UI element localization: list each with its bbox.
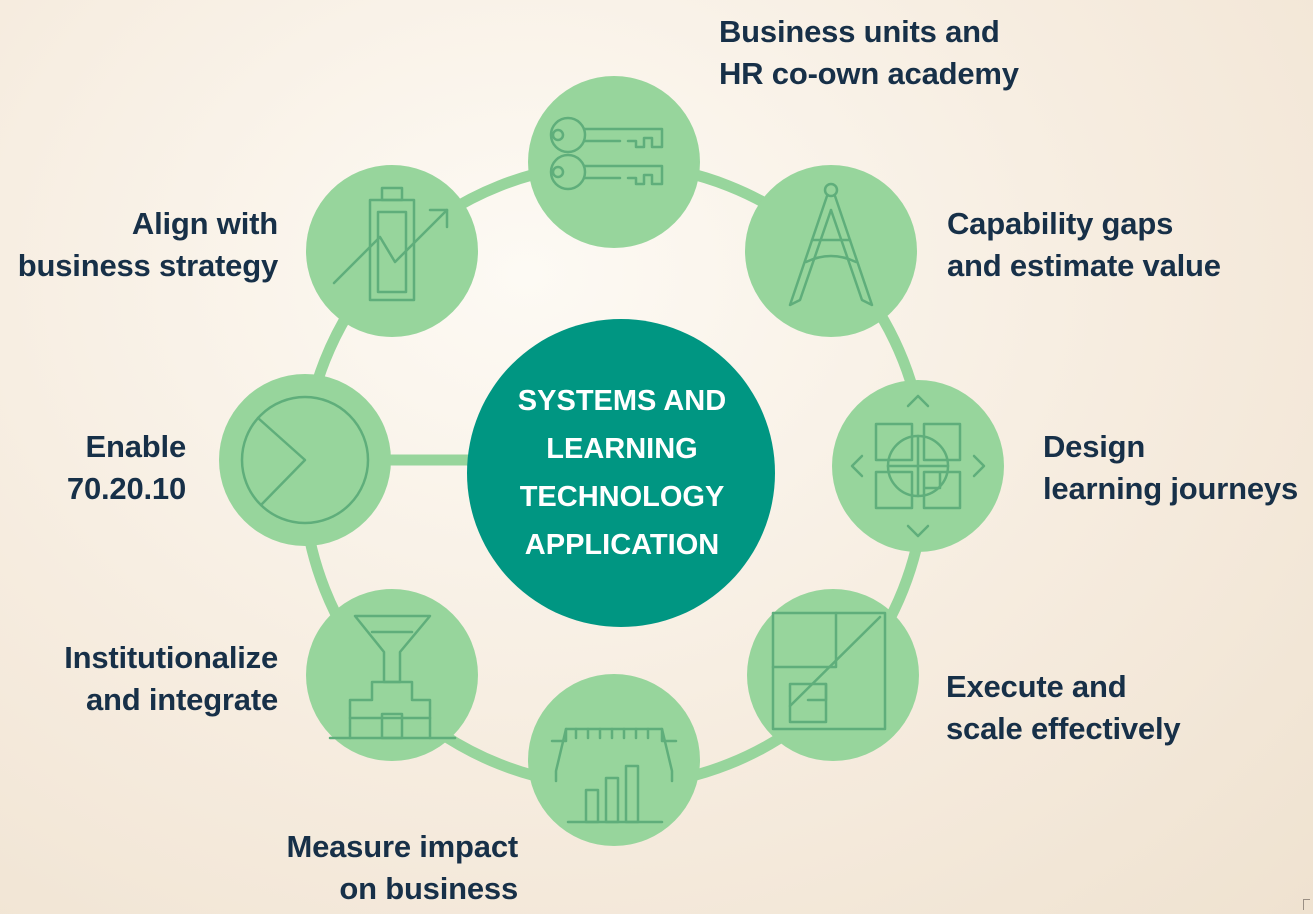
compass-icon: [788, 182, 874, 307]
label-institutionalize: Institutionalize and integrate: [64, 640, 278, 717]
node-design: [832, 380, 1004, 552]
node-execute: [747, 589, 919, 761]
label-academy: Business units and HR co-own academy: [719, 14, 1019, 91]
node-enable: [219, 374, 391, 546]
scale-up-icon: [771, 611, 887, 731]
center-hub-label: SYSTEMS AND LEARNING TECHNOLOGY APPLICAT…: [517, 385, 727, 561]
label-design: Design learning journeys: [1043, 429, 1298, 506]
label-execute: Execute and scale effectively: [946, 669, 1181, 746]
keys-icon: [549, 116, 664, 191]
funnel-pyramid-icon: [328, 614, 457, 740]
label-capability: Capability gaps and estimate value: [947, 206, 1221, 283]
node-institutionalize: [306, 589, 478, 761]
node-align: [306, 165, 478, 337]
label-enable: Enable 70.20.10: [66, 429, 186, 506]
pie-chart-icon: [240, 395, 370, 525]
corner-mark: [1303, 899, 1310, 910]
node-capability: [745, 165, 917, 337]
node-measure: [528, 674, 700, 846]
label-align: Align with business strategy: [17, 206, 278, 283]
node-academy: [528, 76, 700, 248]
crosshair-arrows-icon: [850, 394, 986, 538]
ruler-bars-icon: [550, 727, 678, 824]
battery-growth-icon: [332, 186, 449, 302]
label-measure: Measure impact on business: [286, 829, 518, 906]
center-hub: [467, 319, 775, 627]
